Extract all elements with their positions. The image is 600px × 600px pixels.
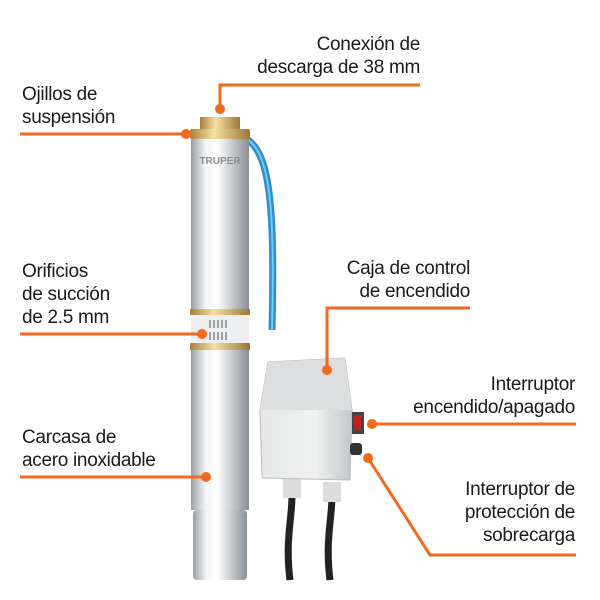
label-eyelets: Ojillos de suspensión [22, 83, 115, 129]
label-line: acero inoxidable [22, 450, 156, 471]
label-line: Ojillos de [22, 84, 98, 105]
callout-dots [181, 104, 377, 482]
label-line: sobrecarga [482, 525, 575, 546]
label-line: descarga de 38 mm [257, 57, 420, 78]
label-line: encendido/apagado [413, 397, 575, 418]
label-housing: Carcasa de acero inoxidable [22, 426, 156, 472]
brand-logo: TRUPER [199, 156, 241, 167]
label-line: protección de [464, 502, 575, 523]
label-discharge: Conexión de descarga de 38 mm [257, 33, 420, 79]
label-line: de succión [22, 284, 110, 305]
label-line: suspensión [22, 107, 116, 128]
pump: TRUPER [190, 117, 250, 580]
label-control-box: Caja de control de encendido [346, 257, 471, 303]
label-line: Caja de control [346, 258, 471, 279]
label-line: de encendido [359, 281, 470, 302]
cable [238, 132, 277, 331]
label-line: de 2.5 mm [22, 307, 110, 328]
label-power-switch: Interruptor encendido/apagado [413, 373, 575, 419]
control-box [259, 357, 364, 581]
label-overload: Interruptor de protección de sobrecarga [465, 478, 575, 547]
label-line: Conexión de [316, 34, 421, 55]
label-suction: Orificios de succión de 2.5 mm [22, 260, 110, 329]
label-line: Carcasa de [22, 427, 117, 448]
label-line: Interruptor de [465, 479, 575, 500]
label-line: Interruptor [490, 374, 576, 395]
callout-lines [20, 83, 576, 557]
label-line: Orificios [22, 261, 88, 282]
